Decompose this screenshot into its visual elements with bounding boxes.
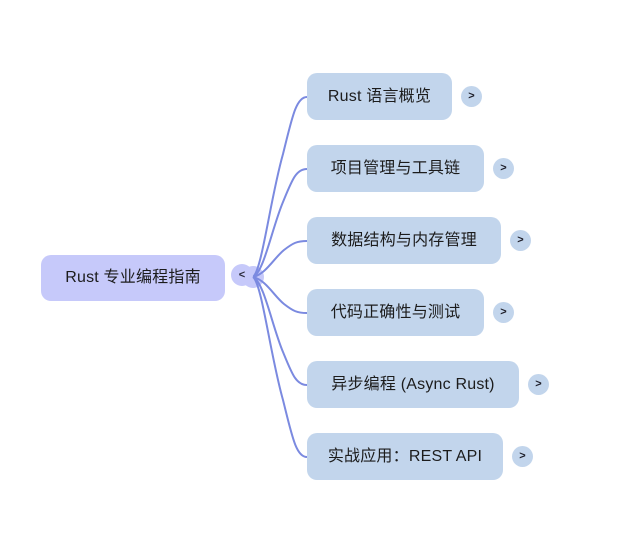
connector-path-3 xyxy=(252,240,308,278)
branch-node-2[interactable]: 项目管理与工具链 xyxy=(307,145,484,192)
branch-expand-toggle-2[interactable]: > xyxy=(493,158,514,179)
chevron-right-icon: > xyxy=(500,162,507,174)
branch-node-6-label: 实战应用：REST API xyxy=(327,447,483,465)
chevron-right-icon: > xyxy=(517,234,524,246)
chevron-right-icon: > xyxy=(500,306,507,318)
chevron-right-icon: > xyxy=(535,378,542,390)
branch-node-1[interactable]: Rust 语言概览 xyxy=(307,73,452,120)
branch-expand-toggle-4[interactable]: > xyxy=(493,302,514,323)
branch-node-4[interactable]: 代码正确性与测试 xyxy=(307,289,484,336)
branch-node-1-label: Rust 语言概览 xyxy=(327,87,432,105)
chevron-left-icon: < xyxy=(238,268,246,281)
connector-path-2 xyxy=(252,168,308,278)
branch-node-2-label: 项目管理与工具链 xyxy=(330,159,461,177)
connector-path-4 xyxy=(252,276,308,314)
branch-node-6[interactable]: 实战应用：REST API xyxy=(307,433,503,480)
branch-node-3-label: 数据结构与内存管理 xyxy=(331,231,477,249)
connector-path-6 xyxy=(252,276,308,458)
chevron-right-icon: > xyxy=(468,90,475,102)
connector-path-1 xyxy=(252,96,308,278)
branch-node-5-label: 异步编程 (Async Rust) xyxy=(331,375,495,393)
connector-path-5 xyxy=(252,276,308,386)
branch-node-5[interactable]: 异步编程 (Async Rust) xyxy=(307,361,519,408)
branch-expand-toggle-1[interactable]: > xyxy=(461,86,482,107)
branch-expand-toggle-5[interactable]: > xyxy=(528,374,549,395)
branch-expand-toggle-3[interactable]: > xyxy=(510,230,531,251)
branch-node-3[interactable]: 数据结构与内存管理 xyxy=(307,217,501,264)
root-node[interactable]: Rust 专业编程指南 xyxy=(41,255,225,301)
root-node-label: Rust 专业编程指南 xyxy=(65,269,201,286)
branch-node-4-label: 代码正确性与测试 xyxy=(330,303,461,321)
branch-expand-toggle-6[interactable]: > xyxy=(512,446,533,467)
chevron-right-icon: > xyxy=(519,450,526,462)
root-collapse-toggle[interactable]: < xyxy=(231,264,253,286)
